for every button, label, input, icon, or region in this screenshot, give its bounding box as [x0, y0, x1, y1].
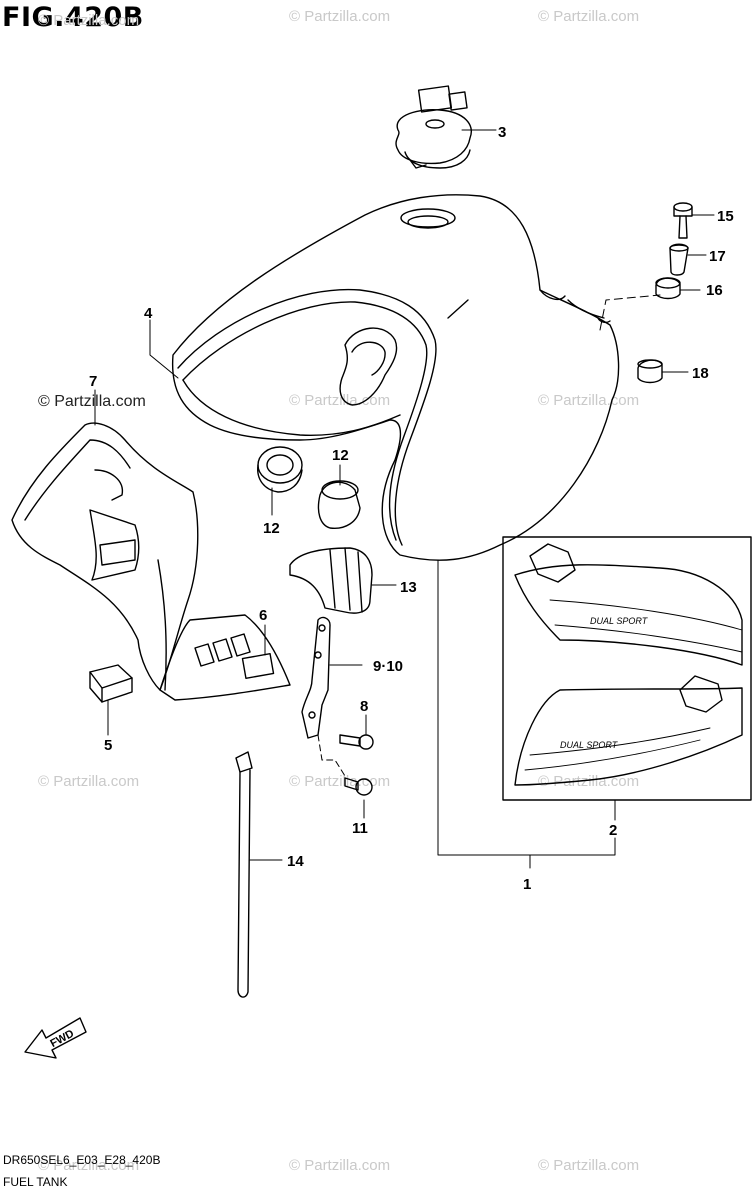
cushion-12-upper: [257, 446, 303, 493]
fwd-label: FWD: [48, 1028, 76, 1050]
callout-numbers: 1 2 3 4 5 6 7 8 9·10 11 12 12 13 14 15 1…: [89, 124, 734, 893]
watermark: © Partzilla.com: [538, 1157, 640, 1174]
leader-lines: [94, 129, 715, 869]
decal-set: DUAL SPORT DUAL SPORT: [502, 536, 752, 801]
watermark: © Partzilla.com: [538, 8, 640, 25]
callout-1: 1: [523, 876, 531, 893]
watermark-dark: © Partzilla.com: [38, 393, 146, 410]
fuel-tank: [171, 194, 620, 561]
cushion-13: [289, 547, 373, 614]
decal-text-lower: DUAL SPORT: [560, 740, 619, 750]
cable-tie-14: [235, 751, 253, 998]
cushion-12-lower: [317, 480, 361, 529]
watermark: © Partzilla.com: [289, 392, 391, 409]
model-code: DR650SEL6_E03_E28_420B: [3, 1153, 161, 1167]
watermark: © Partzilla.com: [38, 1157, 140, 1174]
callout-6: 6: [259, 607, 267, 624]
callout-16: 16: [706, 282, 723, 299]
callout-3: 3: [498, 124, 506, 141]
decal-text-upper: DUAL SPORT: [590, 616, 649, 626]
callout-11: 11: [352, 820, 368, 837]
bolt-15: [673, 202, 693, 239]
fuel-cap: [395, 85, 472, 169]
damper-18: [637, 359, 663, 384]
side-cover: [11, 422, 199, 691]
figure-title: FIG.420B: [2, 2, 144, 33]
callout-15: 15: [717, 208, 734, 225]
callout-12-upper: 12: [332, 447, 349, 464]
watermark: © Partzilla.com: [38, 773, 140, 790]
callout-18: 18: [692, 365, 709, 382]
tank-bracket-plate: [159, 614, 291, 701]
cushion-pad: [89, 664, 133, 703]
watermark: © Partzilla.com: [289, 8, 391, 25]
watermark: © Partzilla.com: [289, 1157, 391, 1174]
watermark: © Partzilla.com: [289, 773, 391, 790]
callout-12-lower: 12: [263, 520, 280, 537]
callout-5: 5: [104, 737, 112, 754]
watermark: © Partzilla.com: [38, 12, 140, 29]
bolt-8: [339, 734, 374, 750]
callout-13: 13: [400, 579, 417, 596]
callout-17: 17: [709, 248, 726, 265]
collar-17: [669, 243, 689, 276]
fwd-arrow: FWD: [24, 1017, 87, 1059]
callout-14: 14: [287, 853, 304, 870]
callout-7: 7: [89, 373, 97, 390]
callout-2: 2: [609, 822, 617, 839]
figure-caption: FUEL TANK: [3, 1175, 68, 1189]
callout-9-10: 9·10: [373, 658, 403, 675]
bracket-9-10: [301, 616, 331, 739]
callout-4: 4: [144, 305, 153, 322]
grommet-16: [655, 277, 681, 300]
callout-8: 8: [360, 698, 368, 715]
bolt-11: [344, 777, 373, 796]
